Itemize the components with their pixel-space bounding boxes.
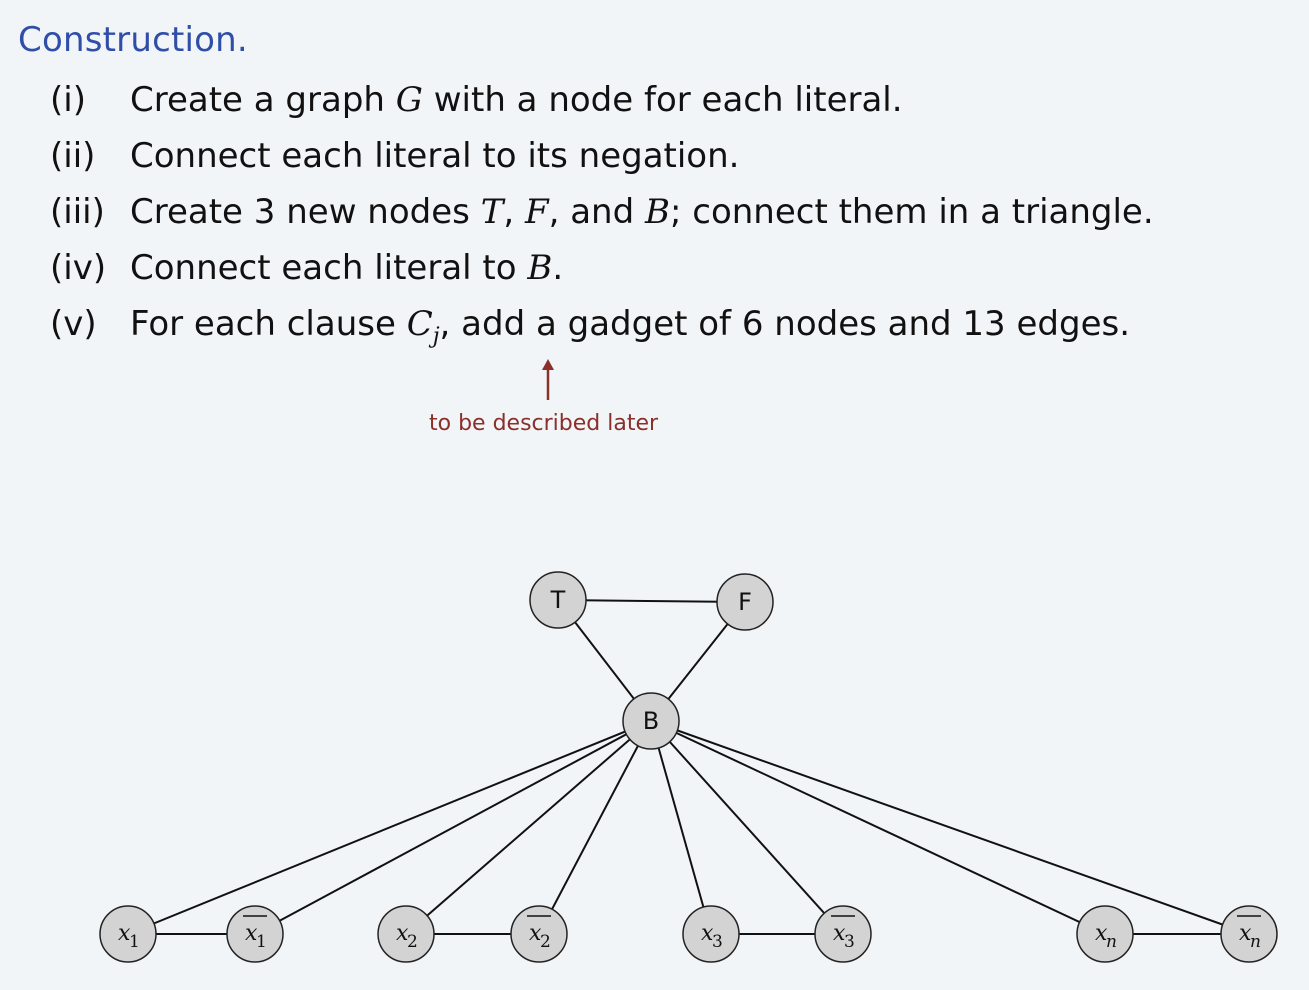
- literal-label: x: [396, 921, 409, 946]
- edge-b-literal-n: [650, 720, 1106, 935]
- literal-label: x: [833, 921, 846, 946]
- step-text: Connect each literal to B.: [130, 248, 564, 288]
- step-text: Create a graph G with a node for each li…: [130, 80, 903, 120]
- step-number: (v): [50, 304, 97, 344]
- literal-label: x: [701, 921, 714, 946]
- literal-x1-negated: x1: [226, 905, 284, 963]
- literal-subscript: 2: [407, 932, 418, 952]
- edge-b-literal-n-neg: [650, 720, 1250, 935]
- node-b: B: [622, 692, 680, 750]
- edge-b-literal-1-neg: [254, 720, 652, 935]
- graph-edges: [127, 599, 1250, 935]
- literal-x2: x2: [377, 905, 435, 963]
- node-t: T: [529, 571, 587, 629]
- literal-subscript: 2: [540, 932, 551, 952]
- node-f: F: [716, 573, 774, 631]
- literal-x3-negated: x3: [814, 905, 872, 963]
- literal-x3: x3: [682, 905, 740, 963]
- up-arrow-icon: [542, 359, 554, 400]
- step-number: (i): [50, 80, 86, 120]
- node-label: T: [550, 586, 566, 614]
- step-text: Connect each literal to its negation.: [130, 136, 740, 176]
- edge-b-literal-3: [650, 720, 712, 935]
- step-number: (ii): [50, 136, 96, 176]
- literal-subscript: 3: [844, 932, 855, 952]
- literal-label: x: [529, 921, 542, 946]
- literal-label: x: [1239, 921, 1252, 946]
- annotation-note: to be described later: [429, 411, 659, 436]
- node-label: B: [643, 707, 659, 735]
- literal-label: x: [1095, 921, 1108, 946]
- edge-t-f: [557, 599, 746, 603]
- edge-b-literal-1: [127, 720, 652, 935]
- section-heading: Construction.: [18, 20, 248, 60]
- step-number: (iv): [50, 248, 107, 288]
- literal-x1: x1: [99, 905, 157, 963]
- literal-subscript: n: [1250, 932, 1261, 952]
- step-text: Create 3 new nodes T, F, and B; connect …: [130, 192, 1154, 232]
- literal-subscript: 1: [129, 932, 140, 952]
- literal-label: x: [245, 921, 258, 946]
- literal-xn: xn: [1076, 905, 1134, 963]
- literal-subscript: 1: [256, 932, 267, 952]
- step-text: For each clause Cj, add a gadget of 6 no…: [130, 304, 1131, 349]
- edge-b-literal-2: [405, 720, 652, 935]
- node-label: F: [738, 588, 752, 616]
- literal-x2-negated: x2: [510, 905, 568, 963]
- literal-subscript: 3: [712, 932, 723, 952]
- literal-label: x: [118, 921, 131, 946]
- edge-b-literal-3-neg: [650, 720, 844, 935]
- literal-xn-negated: xn: [1220, 905, 1278, 963]
- edge-b-literal-2-neg: [538, 720, 652, 935]
- literal-subscript: n: [1106, 932, 1117, 952]
- step-number: (iii): [50, 192, 105, 232]
